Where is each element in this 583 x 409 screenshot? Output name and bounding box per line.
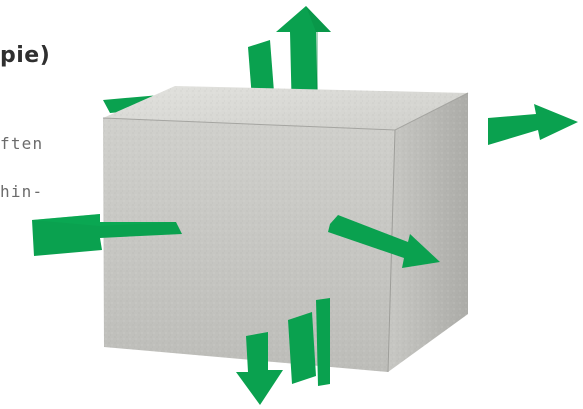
arrow-down-panel-icon (288, 312, 316, 384)
arrow-front-right-icon (328, 215, 440, 268)
concrete-block (102, 86, 469, 373)
arrow-left-icon (32, 214, 182, 256)
arrow-down-right-icon (316, 298, 330, 386)
arrow-right-icon (488, 104, 578, 145)
body-text-line-2: hin- (0, 182, 44, 201)
body-text-line-1: ften (0, 134, 44, 153)
arrow-down-left-icon (236, 332, 283, 405)
heading-fragment: pie) (0, 43, 51, 68)
